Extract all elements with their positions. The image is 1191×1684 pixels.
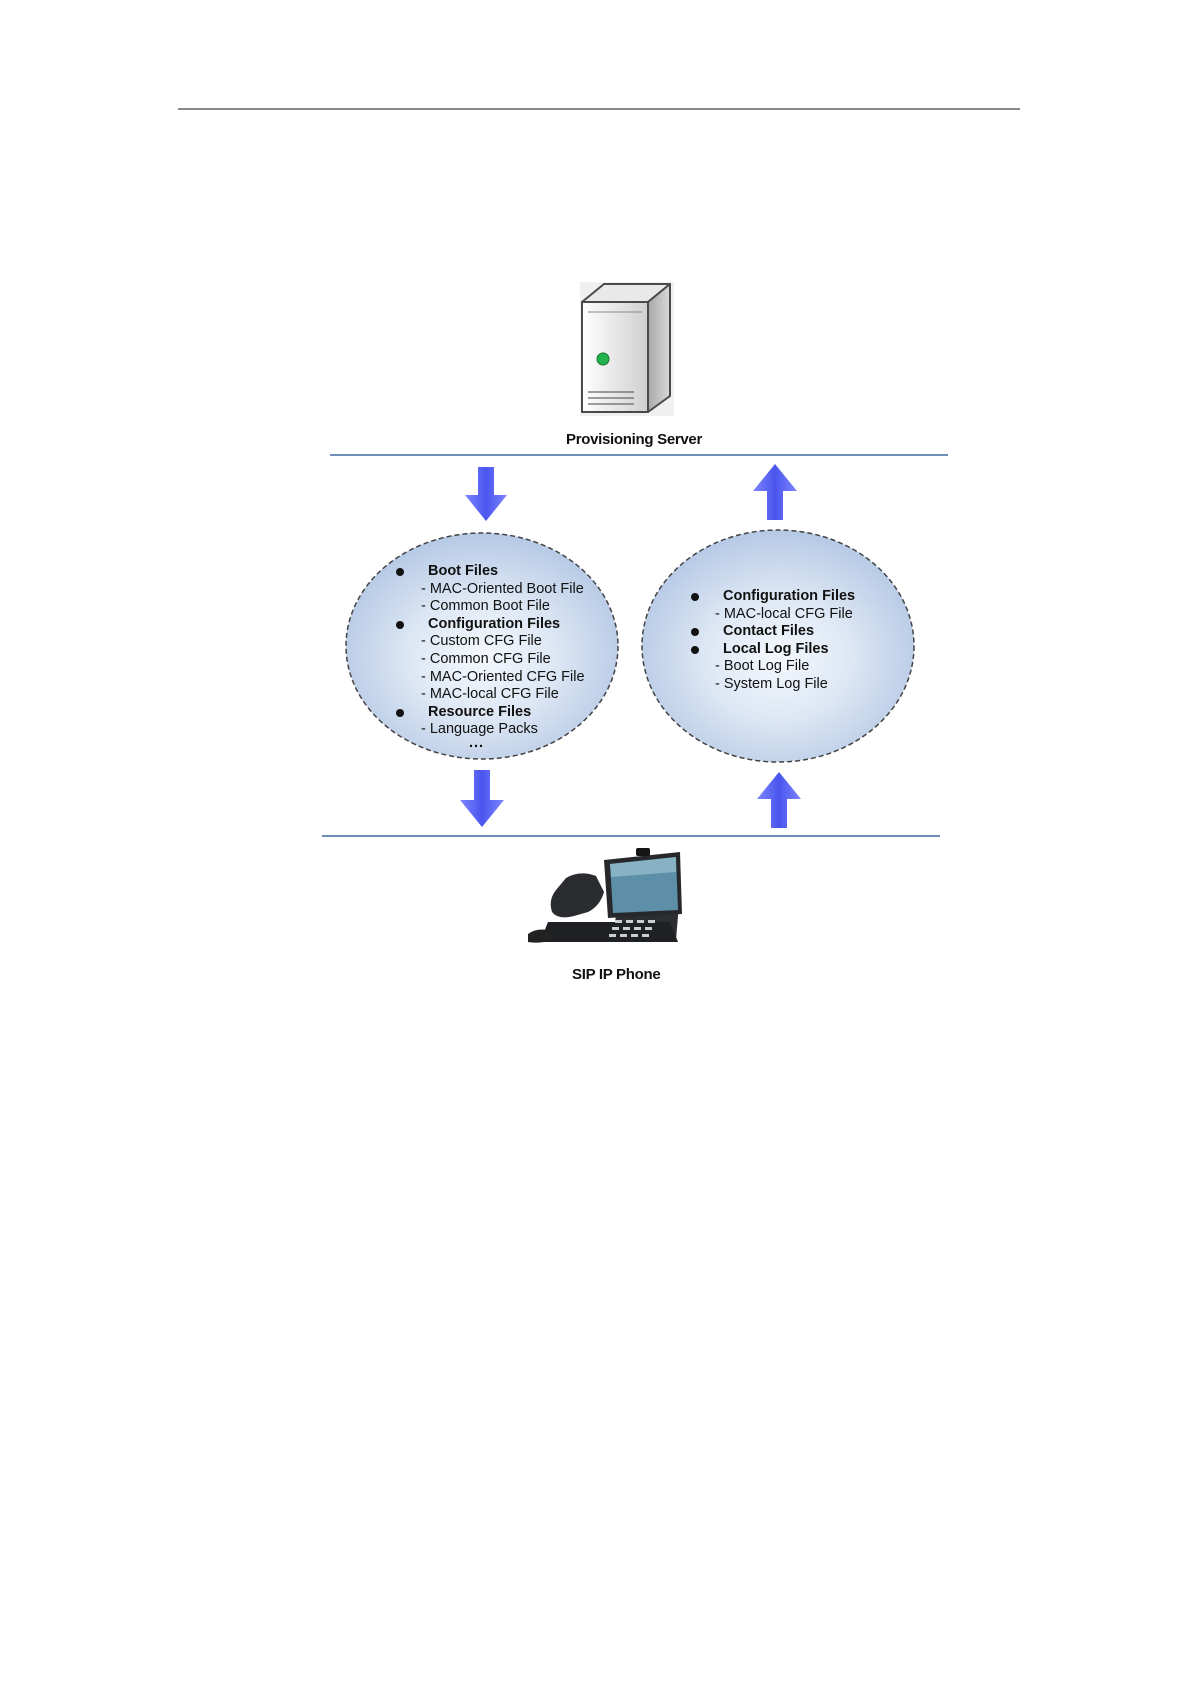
list-item: - Language Packs xyxy=(421,721,538,738)
sip-ip-phone-label: SIP IP Phone xyxy=(572,966,661,983)
list-item: - Common CFG File xyxy=(421,650,551,667)
provisioning-server-label: Provisioning Server xyxy=(566,431,703,448)
list-item: - Custom CFG File xyxy=(421,633,542,650)
configuration-files-heading: Configuration Files xyxy=(393,616,585,634)
download-files-bubble xyxy=(345,532,619,760)
resource-files-heading: Resource Files xyxy=(393,704,585,722)
download-files-list: Boot Files - MAC-Oriented Boot File - Co… xyxy=(393,563,585,751)
server-icon xyxy=(580,282,674,416)
download-arrow-bottom-icon xyxy=(460,770,504,827)
upload-files-bubble xyxy=(641,529,915,763)
configuration-files-heading: Configuration Files xyxy=(688,588,855,606)
contact-files-heading: Contact Files xyxy=(688,623,855,641)
page-header-rule xyxy=(178,108,1020,110)
local-log-files-heading: Local Log Files xyxy=(688,641,855,659)
list-item: - System Log File xyxy=(715,675,828,692)
upload-arrow-bottom-icon xyxy=(757,772,801,828)
list-item: - MAC-local CFG File xyxy=(715,605,853,622)
list-item: - MAC-Oriented CFG File xyxy=(421,668,585,685)
ip-phone-icon xyxy=(528,848,682,943)
list-item: - MAC-local CFG File xyxy=(421,686,559,703)
list-item: - Common Boot File xyxy=(421,598,550,615)
list-item: - Boot Log File xyxy=(715,658,810,675)
boot-files-heading: Boot Files xyxy=(393,563,585,581)
upload-arrow-top-icon xyxy=(753,464,797,520)
upload-files-list: Configuration Files - MAC-local CFG File… xyxy=(688,588,855,694)
download-arrow-top-icon xyxy=(465,467,507,521)
list-item: - MAC-Oriented Boot File xyxy=(421,580,584,597)
more-items-ellipsis: ... xyxy=(469,734,485,751)
